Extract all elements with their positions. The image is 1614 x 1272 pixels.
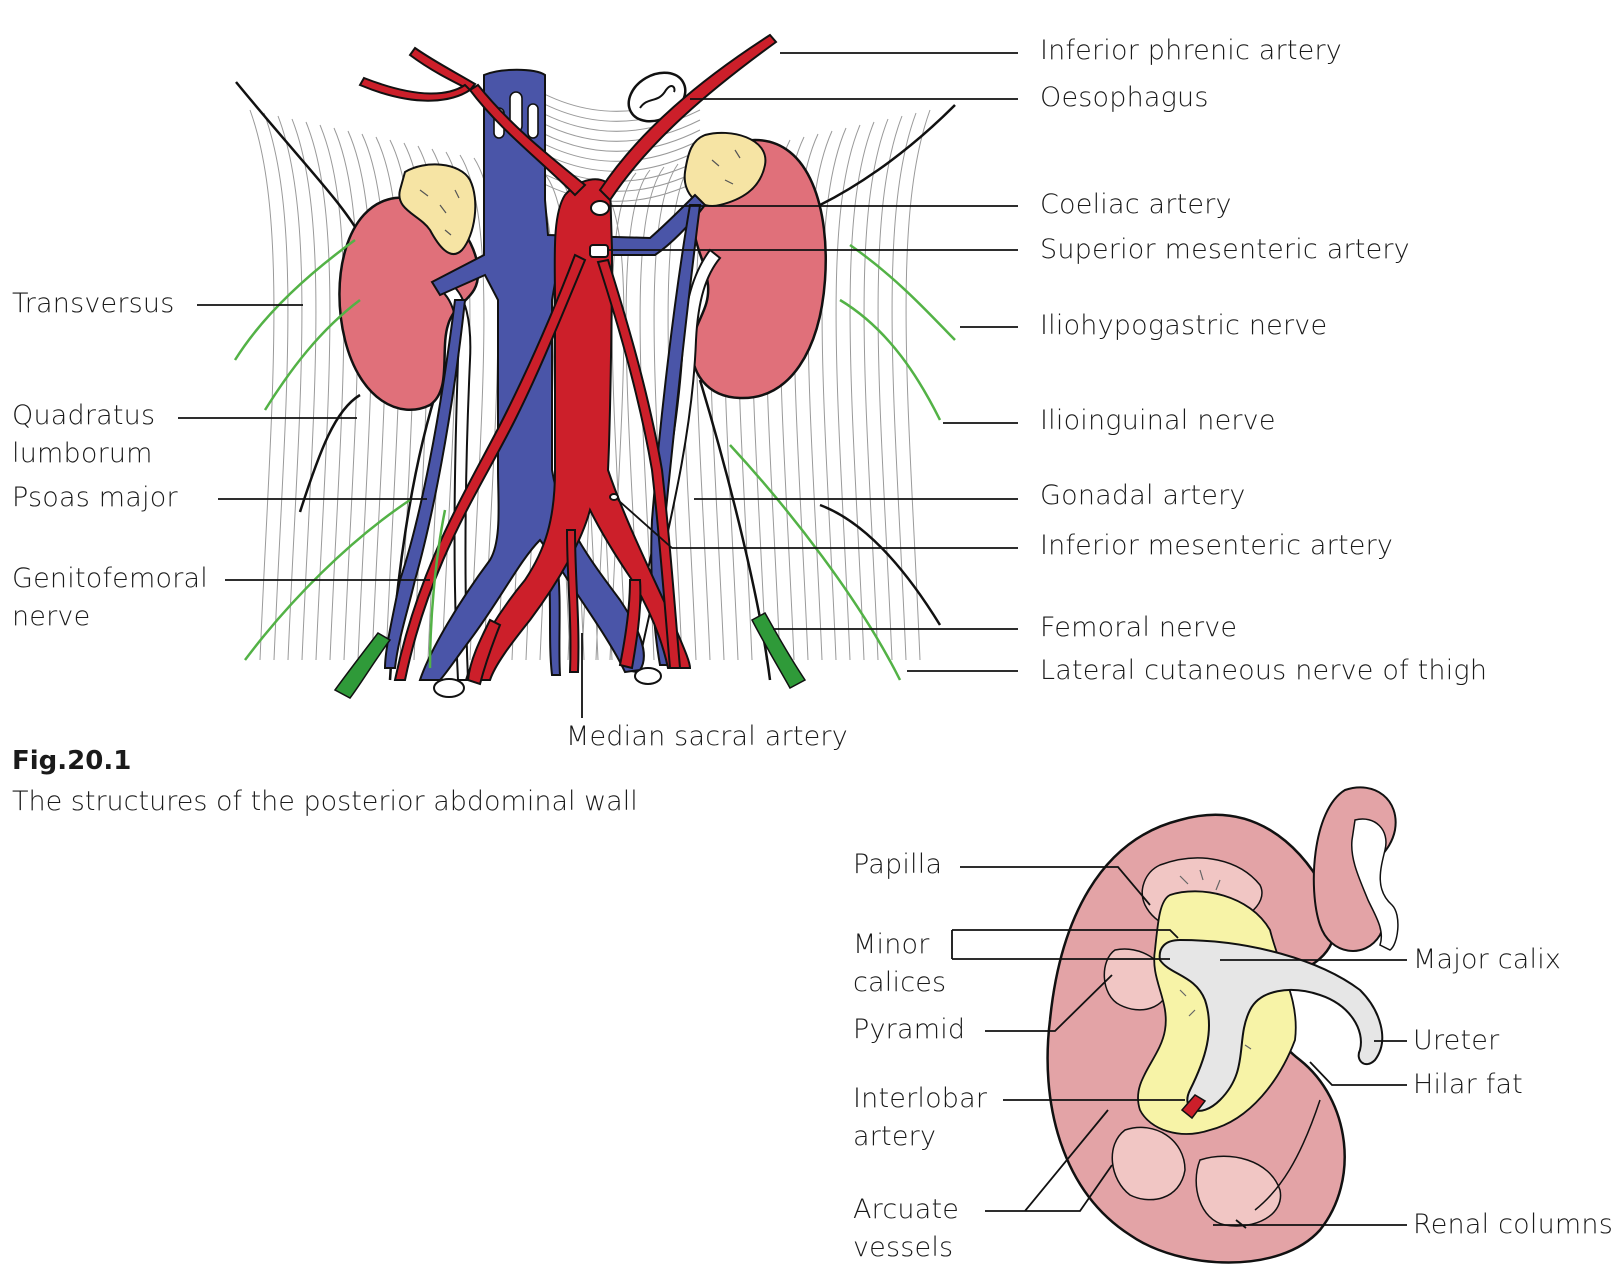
kidney-thumbnail: [1312, 786, 1399, 952]
label-hilar-fat: Hilar fat: [1413, 1069, 1523, 1100]
right-adrenal: [398, 163, 477, 256]
leader-lines: [178, 52, 1407, 1229]
artery-openings: [433, 200, 662, 698]
renal-section: [1046, 813, 1384, 1264]
label-arcuate-vessels: Arcuate vessels: [853, 1194, 960, 1263]
label-iliohypogastric-nerve: Iliohypogastric nerve: [1040, 310, 1328, 341]
label-pyramid: Pyramid: [853, 1014, 966, 1045]
figure-number: Fig.20.1: [12, 746, 132, 776]
label-genitofemoral-nerve: Genitofemoral nerve: [12, 563, 208, 632]
label-ilioinguinal-nerve: Ilioinguinal nerve: [1040, 405, 1276, 436]
label-inferior-phrenic-artery: Inferior phrenic artery: [1040, 35, 1342, 66]
label-gonadal-artery: Gonadal artery: [1040, 480, 1246, 511]
femoral-nerves: [333, 611, 807, 699]
figure-caption: The structures of the posterior abdomina…: [12, 786, 638, 817]
label-major-calix: Major calix: [1413, 944, 1562, 975]
left-adrenal: [683, 131, 767, 207]
label-transversus: Transversus: [12, 288, 175, 319]
aorta: [358, 33, 778, 686]
label-ureter: Ureter: [1413, 1025, 1500, 1056]
label-median-sacral-artery: Median sacral artery: [566, 721, 848, 752]
label-lateral-cutaneous-nerve: Lateral cutaneous nerve of thigh: [1040, 655, 1488, 686]
label-psoas-major: Psoas major: [12, 482, 178, 513]
label-minor-calices: Minor calices: [853, 929, 947, 998]
label-renal-columns: Renal columns: [1413, 1209, 1613, 1240]
label-quadratus-lumborum: Quadratus lumborum: [12, 400, 156, 469]
label-interlobar-artery: Interlobar artery: [853, 1083, 988, 1152]
label-superior-mesenteric-artery: Superior mesenteric artery: [1040, 234, 1410, 265]
label-papilla: Papilla: [853, 849, 943, 880]
label-coeliac-artery: Coeliac artery: [1040, 189, 1232, 220]
nerves: [233, 238, 956, 681]
label-femoral-nerve: Femoral nerve: [1040, 612, 1238, 643]
label-inferior-mesenteric-artery: Inferior mesenteric artery: [1040, 530, 1394, 561]
label-oesophagus: Oesophagus: [1040, 82, 1209, 113]
